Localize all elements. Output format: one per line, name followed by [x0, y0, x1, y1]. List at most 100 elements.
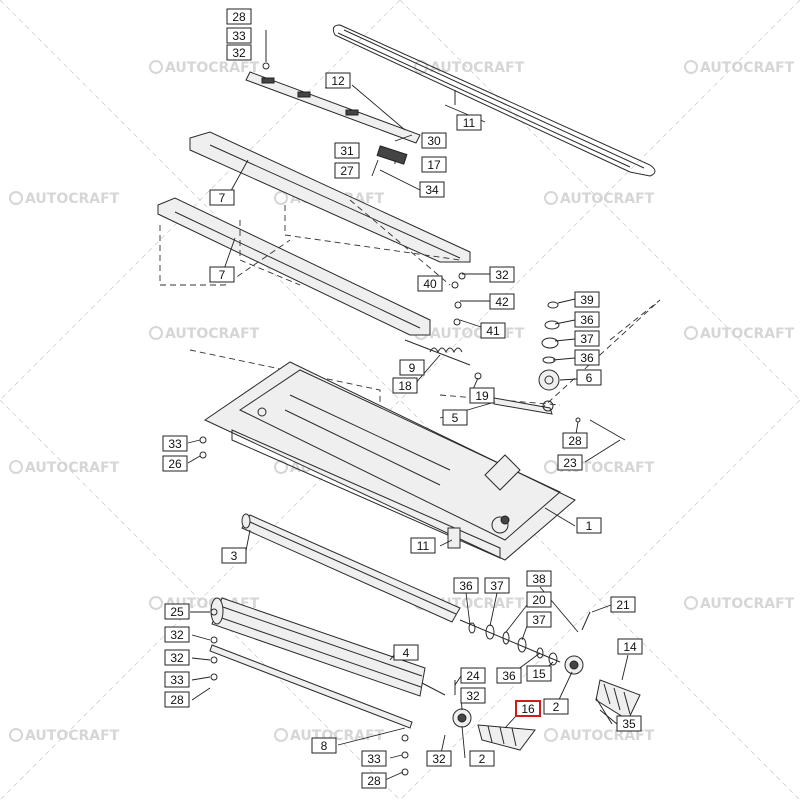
callout-box	[226, 44, 252, 61]
callout: 23	[557, 454, 583, 471]
callout: 14	[617, 638, 643, 655]
top-bar-12	[245, 30, 421, 144]
callout: 18	[392, 377, 418, 394]
watermark-logo-ring	[274, 460, 288, 474]
callout-box	[226, 27, 252, 44]
callout-number: 30	[427, 134, 441, 148]
callout-box	[226, 8, 252, 25]
callout-highlighted: 16	[515, 700, 541, 717]
callout-number: 12	[331, 74, 345, 88]
watermark-text: AUTOCRAFT	[700, 60, 795, 76]
callout-box	[574, 291, 600, 308]
callout-number: 33	[168, 437, 182, 451]
gear-2-left	[452, 680, 472, 728]
callout-box	[576, 369, 602, 386]
watermark-text: AUTOCRAFT	[700, 326, 795, 342]
callout: 33	[164, 671, 190, 688]
callout-box	[515, 700, 541, 717]
callout-number: 8	[321, 739, 328, 753]
callout-box	[361, 772, 387, 789]
callout-box	[162, 435, 188, 452]
callout-box	[526, 570, 552, 587]
watermark-text: AUTOCRAFT	[560, 728, 655, 744]
callout-box	[334, 162, 360, 179]
callout: 32	[226, 44, 252, 61]
callout-number: 17	[427, 158, 441, 172]
callout-number: 32	[170, 651, 184, 665]
callout-number: 36	[502, 669, 516, 683]
callout-box	[574, 330, 600, 347]
callout: 6	[576, 369, 602, 386]
callout-number: 36	[459, 579, 473, 593]
callout: 32	[164, 649, 190, 666]
watermark-logo-ring	[684, 60, 698, 74]
callout: 32	[460, 687, 486, 704]
callout-box	[489, 266, 515, 283]
callout: 36	[574, 311, 600, 328]
watermark-text: AUTOCRAFT	[25, 460, 120, 476]
roller-3	[241, 513, 461, 623]
guide-plate-lower-7	[157, 197, 431, 336]
leader-lines	[187, 84, 629, 781]
callout-box	[453, 577, 479, 594]
watermark-logo-ring	[149, 60, 163, 74]
callout-box	[484, 577, 510, 594]
callout-box	[460, 687, 486, 704]
callout-box	[417, 275, 443, 292]
hardware-left	[199, 272, 466, 459]
watermark-logo-ring	[149, 596, 163, 610]
callout-number: 5	[452, 411, 459, 425]
callout-box	[410, 537, 436, 554]
callout-number: 2	[553, 700, 560, 714]
callout-number: 18	[398, 379, 412, 393]
callout: 15	[526, 665, 552, 682]
callout-box	[164, 603, 190, 620]
callout-number: 32	[232, 46, 246, 60]
callout-box	[574, 349, 600, 366]
callout-number: 32	[466, 689, 480, 703]
callout: 24	[460, 667, 486, 684]
watermark-text: AUTOCRAFT	[165, 326, 260, 342]
callout-box	[164, 649, 190, 666]
callout-number: 27	[340, 164, 354, 178]
callout-box	[164, 671, 190, 688]
callout-number: 20	[532, 593, 546, 607]
callout-box	[221, 547, 247, 564]
callout: 28	[562, 432, 588, 449]
callout: 37	[484, 577, 510, 594]
callout-box	[469, 387, 495, 404]
watermark-logo-ring	[9, 191, 23, 205]
callout-box	[421, 156, 447, 173]
callout-number: 21	[616, 598, 630, 612]
callout-number: 16	[521, 702, 535, 716]
callout-box	[576, 517, 602, 534]
callout-box	[526, 665, 552, 682]
callout-number: 33	[170, 673, 184, 687]
callout-number: 14	[623, 640, 637, 654]
callout: 8	[311, 737, 337, 754]
callout: 3	[221, 547, 247, 564]
watermark-text: AUTOCRAFT	[560, 460, 655, 476]
callout: 2	[469, 750, 495, 767]
watermark-logo-ring	[274, 728, 288, 742]
callout-box	[616, 715, 642, 732]
callout-box	[442, 409, 468, 426]
strip-8	[209, 608, 413, 776]
watermark-logo-ring	[544, 191, 558, 205]
callout-box	[469, 750, 495, 767]
callout-number: 4	[403, 646, 410, 660]
callout: 33	[162, 435, 188, 452]
watermark-logo-ring	[544, 728, 558, 742]
callout-number: 7	[219, 191, 226, 205]
watermark-text: AUTOCRAFT	[430, 60, 525, 76]
callout: 41	[480, 322, 506, 339]
watermark-text: AUTOCRAFT	[560, 191, 655, 207]
watermark-logo-ring	[149, 326, 163, 340]
callout: 36	[453, 577, 479, 594]
callout: 34	[419, 181, 445, 198]
callout: 25	[164, 603, 190, 620]
watermark-text: AUTOCRAFT	[165, 60, 260, 76]
callout: 21	[610, 596, 636, 613]
callout: 20	[526, 591, 552, 608]
